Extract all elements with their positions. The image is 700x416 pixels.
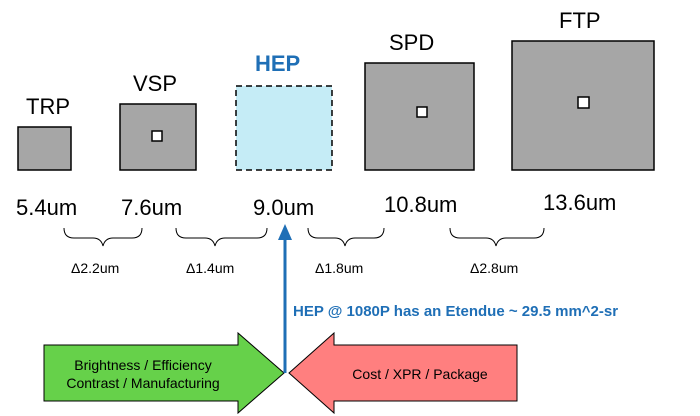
size-vsp: 7.6um (121, 195, 183, 220)
brace-3 (307, 227, 385, 247)
left-arrow-line1: Brightness / Efficiency (74, 357, 212, 373)
delta-vsp-hep: Δ1.4um (186, 260, 235, 276)
right-arrow (288, 331, 518, 415)
delta-hep-spd: Δ1.8um (315, 260, 364, 276)
delta-trp-vsp: Δ2.2um (71, 260, 120, 276)
vsp-pixel-marker (151, 130, 163, 142)
brace-4 (449, 227, 545, 247)
left-arrow (43, 331, 285, 415)
size-ftp: 13.6um (543, 190, 617, 215)
chip-label-trp: TRP (26, 94, 70, 119)
hep-pointer-head (278, 224, 292, 240)
chip-label-vsp: VSP (133, 71, 178, 96)
right-arrow-text: Cost / XPR / Package (330, 365, 510, 383)
chip-label-hep: HEP (255, 51, 301, 76)
size-spd: 10.8um (384, 192, 458, 217)
spd-pixel-marker (416, 106, 428, 118)
left-arrow-text: Brightness / Efficiency Contrast / Manuf… (52, 356, 234, 392)
chip-label-ftp: FTP (559, 8, 601, 33)
trp-chip (17, 126, 72, 171)
ftp-pixel-marker (577, 96, 590, 109)
right-arrow-line1: Cost / XPR / Package (352, 366, 488, 382)
chip-label-spd: SPD (389, 30, 435, 55)
size-hep: 9.0um (253, 195, 315, 220)
left-arrow-line2: Contrast / Manufacturing (66, 375, 220, 391)
brace-1 (63, 227, 143, 247)
etendue-note: HEP @ 1080P has an Etendue ~ 29.5 mm^2-s… (293, 303, 619, 320)
delta-spd-ftp: Δ2.8um (470, 260, 519, 276)
size-trp: 5.4um (16, 195, 78, 220)
hep-chip (235, 85, 333, 171)
brace-2 (175, 227, 268, 247)
